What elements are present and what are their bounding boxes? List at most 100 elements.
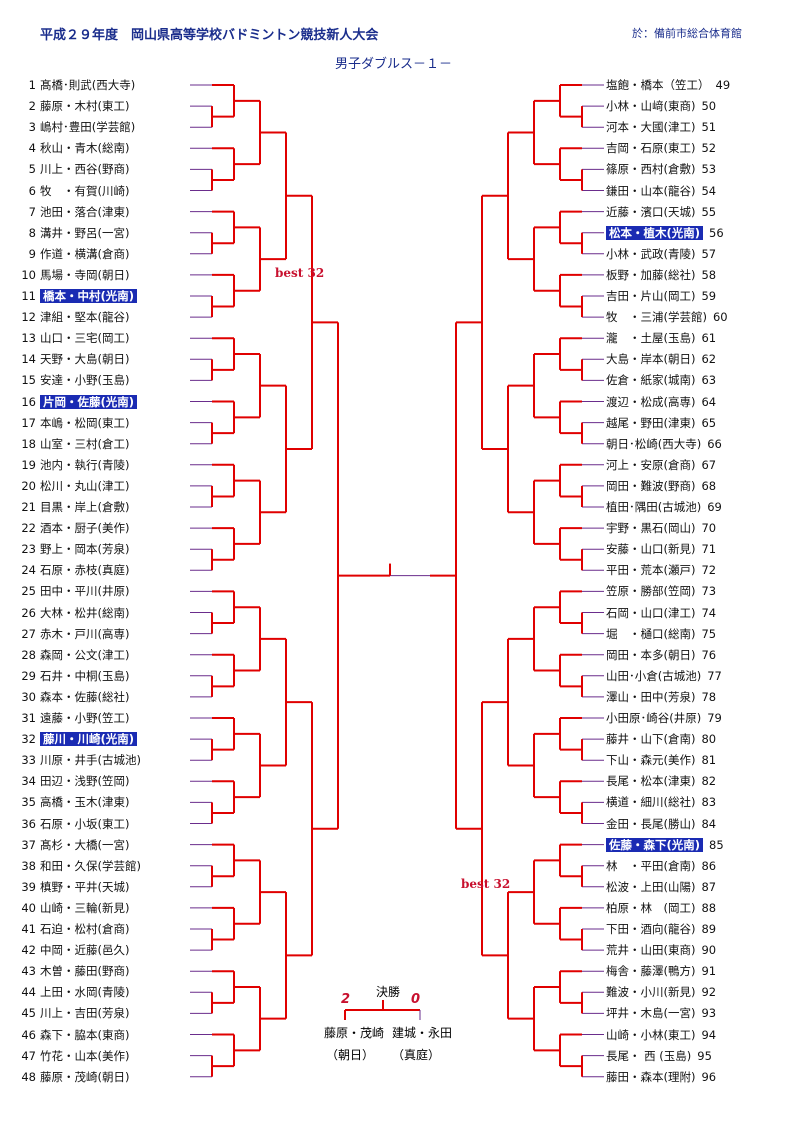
entry-number: 84 [701, 816, 717, 831]
entry-number: 90 [701, 943, 717, 958]
entry-number: 89 [701, 922, 717, 936]
best32-label-right: best 32 [461, 877, 511, 891]
entry-number: 63 [701, 373, 717, 388]
entry-team: 安達・小野(玉島) [40, 373, 130, 388]
entry-team: 岡田・難波(野商) [606, 478, 696, 493]
entry-team: 下田・酒向(龍谷) [606, 922, 696, 936]
entry-team: 坪井・木島(一宮) [606, 1006, 696, 1021]
entry-number: 41 [21, 922, 36, 936]
entry-team: 澤山・田中(芳泉) [606, 689, 696, 704]
entry-number: 7 [28, 204, 36, 219]
bracket-entry: 板野・加藤(総社)58 [606, 266, 716, 284]
entry-team: 山口・三宅(岡工) [40, 331, 130, 346]
bracket-entry: 河上・安原(倉商)67 [606, 456, 716, 474]
entry-team: 柏原・林 (岡工) [606, 900, 696, 915]
entry-team: 和田・久保(学芸館) [40, 858, 141, 873]
entry-team: 河上・安原(倉商) [606, 457, 696, 472]
bracket-entry: 澤山・田中(芳泉) 78 [606, 688, 716, 706]
entry-team: 中岡・近藤(邑久) [40, 943, 130, 958]
bracket-entry: 小林・武政(青陵)57 [606, 245, 716, 263]
entry-number: 34 [21, 774, 36, 789]
entry-number: 1 [28, 78, 36, 92]
entry-number: 51 [701, 120, 717, 135]
entry-number: 78 [701, 689, 717, 704]
bracket-entry: 松本・植木(光南)56 [606, 224, 724, 242]
tournament-title: 平成２９年度 岡山県高等学校バドミントン競技新人大会 [40, 28, 379, 43]
entry-number: 45 [21, 1006, 36, 1021]
best32-label-left: best 32 [275, 266, 325, 280]
final-left-score: 2 [341, 992, 351, 1007]
entry-number: 52 [701, 141, 717, 156]
entry-team: 小林・武政(青陵) [606, 246, 696, 261]
entry-team: 上田・水岡(青陵) [40, 985, 130, 1000]
bracket-entry: 山田･小倉(古城池)77 [606, 667, 722, 685]
entry-number: 22 [21, 521, 36, 536]
entry-number: 55 [701, 204, 717, 219]
entry-team: 石井・中桐(玉島) [40, 668, 130, 683]
bracket-entry: 佐倉・紙家(城南)63 [606, 371, 716, 389]
entry-team: 鎌田・山本(龍谷) [606, 183, 696, 198]
entry-number: 75 [701, 626, 717, 641]
bracket-entry: 吉岡・石原(東工)52 [606, 139, 716, 157]
entry-number: 93 [701, 1006, 717, 1021]
final-right-players: 建城・永田 [392, 1026, 453, 1040]
entry-team: 牧 ・有賀(川崎) [40, 183, 130, 198]
entry-team: 大林・松井(総南) [40, 605, 130, 620]
entry-number: 36 [21, 816, 36, 831]
entry-team: 藤川・川崎(光南) [40, 732, 138, 747]
entry-number: 23 [21, 542, 36, 557]
entry-number: 77 [707, 668, 722, 683]
bracket-entry: 塩飽・橋本（笠工）49 [606, 76, 730, 94]
bracket-entry: 佐藤・森下(光南)85 [606, 836, 724, 854]
bracket-entry: 松波・上田(山陽)87 [606, 878, 716, 896]
entry-team: 塩飽・橋本（笠工） [606, 78, 710, 92]
entry-team: 田中・平川(井原) [40, 584, 130, 599]
bracket-entry: 下田・酒向(龍谷) 89 [606, 920, 716, 938]
entry-team: 嶋村･豊田(学芸館) [40, 120, 136, 135]
entry-number: 69 [707, 500, 722, 514]
entry-number: 66 [707, 436, 722, 451]
entry-number: 71 [701, 542, 717, 557]
entry-team: 高橋・玉木(津東) [40, 795, 130, 810]
event-subtitle: 男子ダブルス－１－ [335, 57, 453, 72]
entry-team: 川原・井手(古城池) [40, 753, 141, 768]
entry-number: 65 [701, 415, 717, 430]
entry-number: 5 [28, 162, 36, 177]
bracket-entry: 篠原・西村(倉敷)53 [606, 160, 716, 178]
entry-team: 渡辺・松成(高専) [606, 394, 696, 409]
entry-team: 森岡・公文(津工) [40, 647, 130, 662]
venue-label: 於：備前市総合体育館 [632, 27, 742, 40]
entry-number: 46 [21, 1027, 36, 1042]
entry-team: 竹花・山本(美作) [40, 1048, 130, 1063]
entry-team: 松本・植木(光南) [606, 225, 704, 240]
entry-team: 牧 ・三浦(学芸館) [606, 310, 707, 325]
bracket-entry: 岡田・難波(野商)68 [606, 477, 716, 495]
entry-number: 48 [21, 1069, 36, 1084]
entry-team: 金田・長尾(勝山) [606, 816, 696, 831]
bracket-entry: 越尾・野田(津東)65 [606, 414, 716, 432]
entry-team: 石岡・山口(津工) [606, 605, 696, 620]
entry-number: 47 [21, 1048, 36, 1063]
entry-number: 62 [701, 352, 717, 367]
entry-number: 92 [701, 985, 717, 1000]
entry-team: 藤井・山下(倉南) [606, 732, 696, 747]
bracket-entry: 藤井・山下(倉南)80 [606, 730, 716, 748]
